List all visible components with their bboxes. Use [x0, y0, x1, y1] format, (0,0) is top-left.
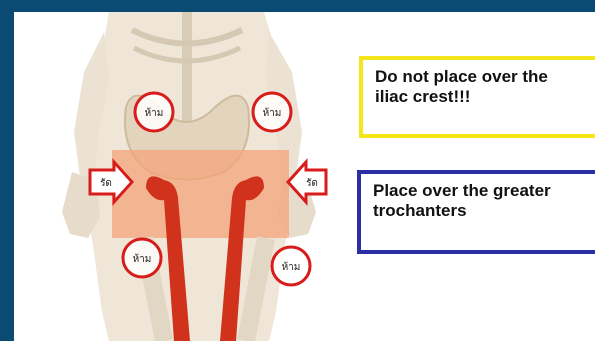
placement-line-1: Place over the greater: [373, 181, 595, 201]
slide-canvas: ห้าม ห้าม ห้าม ห้าม รัด รัด Do not place…: [14, 12, 595, 341]
svg-text:ห้าม: ห้าม: [282, 261, 301, 273]
slide-frame-top: [0, 0, 595, 12]
warning-line-2: iliac crest!!!: [375, 87, 595, 107]
prohibit-marker-lower-right: ห้าม: [272, 247, 310, 285]
placement-instruction-callout: Place over the greater trochanters: [357, 170, 595, 254]
svg-text:ห้าม: ห้าม: [133, 253, 152, 265]
prohibit-marker-upper-left: ห้าม: [135, 93, 173, 131]
svg-text:รัด: รัด: [306, 178, 318, 189]
slide-frame-left: [0, 0, 14, 341]
prohibit-marker-upper-right: ห้าม: [253, 93, 291, 131]
pelvis-illustration: ห้าม ห้าม ห้าม ห้าม รัด รัด: [14, 12, 354, 341]
svg-text:ห้าม: ห้าม: [263, 107, 282, 119]
warning-line-1: Do not place over the: [375, 67, 595, 87]
prohibit-marker-lower-left: ห้าม: [123, 239, 161, 277]
svg-text:รัด: รัด: [100, 178, 112, 189]
svg-text:ห้าม: ห้าม: [145, 107, 164, 119]
iliac-crest-warning-callout: Do not place over the iliac crest!!!: [359, 56, 595, 138]
spine: [182, 12, 192, 122]
placement-line-2: trochanters: [373, 201, 595, 221]
compression-zone: [112, 150, 289, 238]
